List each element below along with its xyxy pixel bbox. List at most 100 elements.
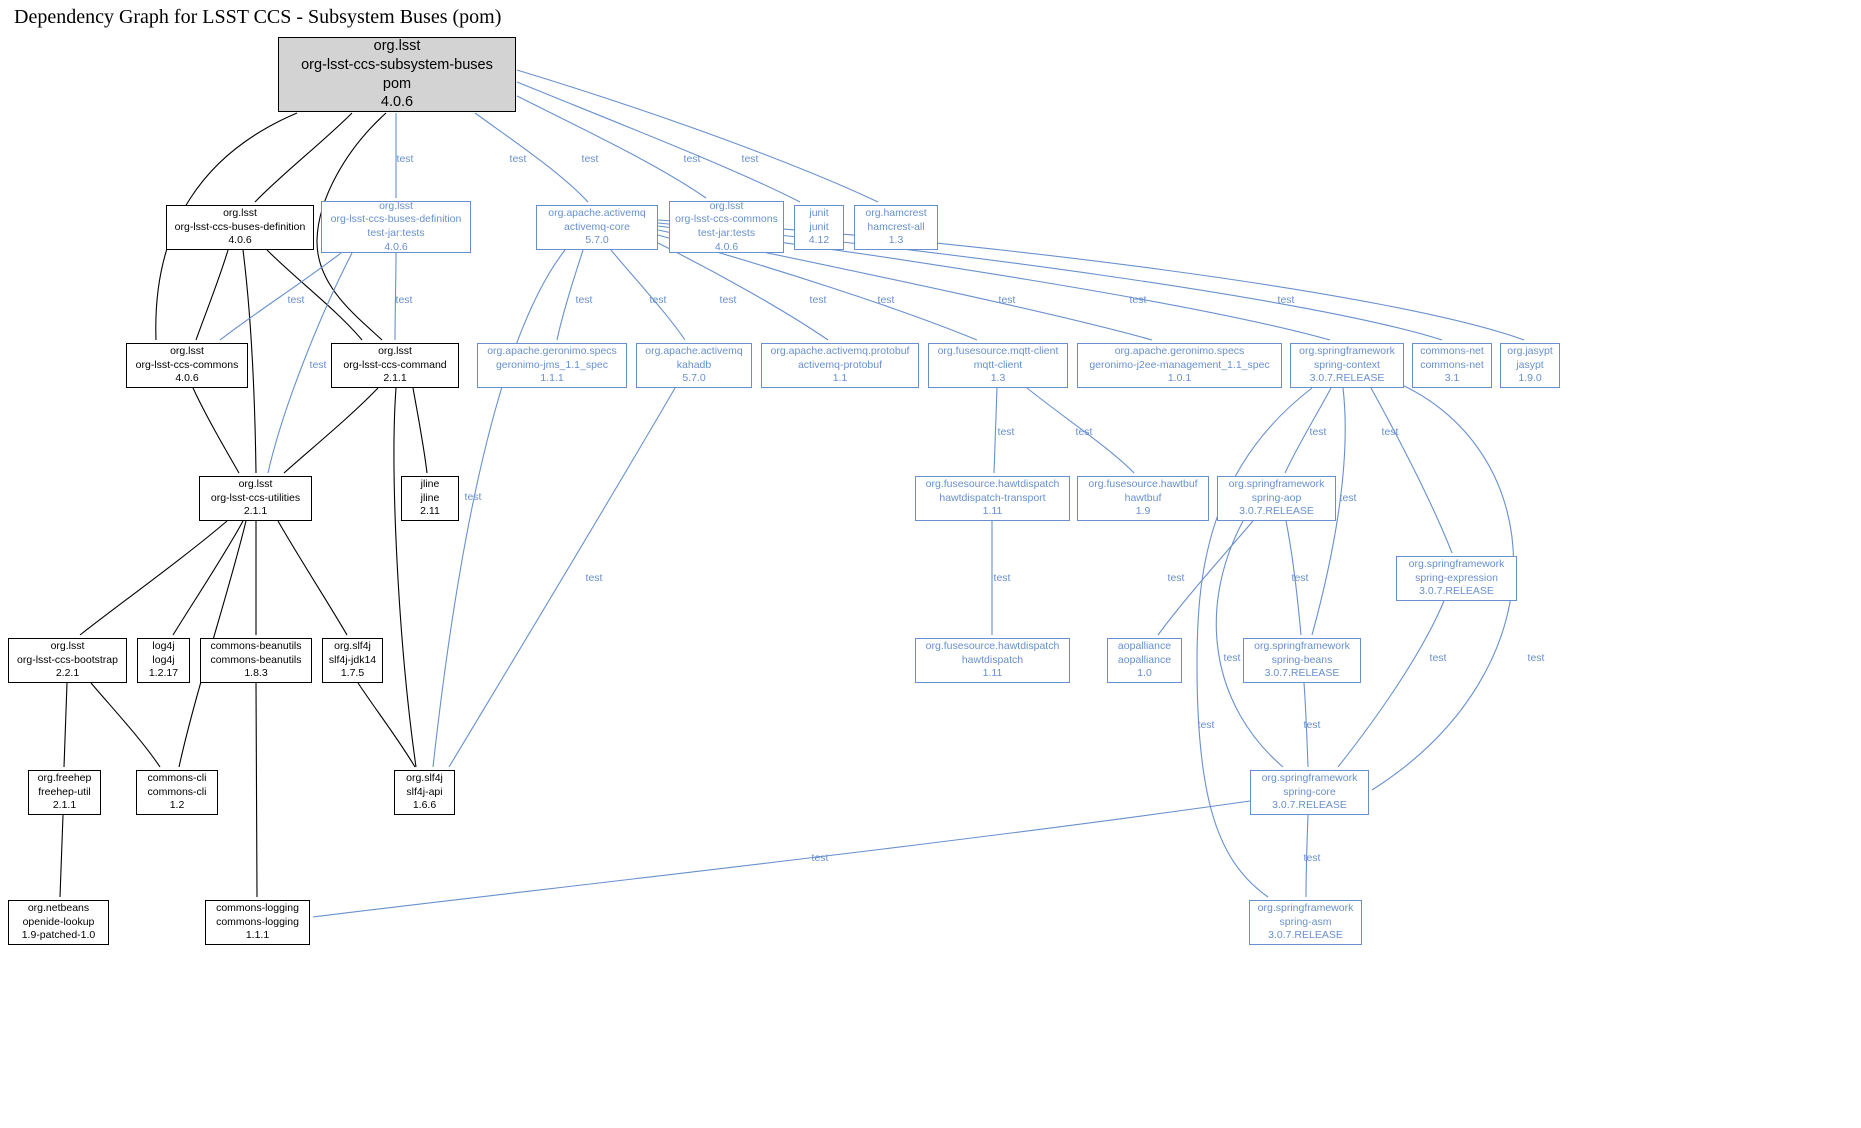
edge-root-hamcrest [516, 69, 879, 203]
edge-test-label: test [1278, 294, 1295, 306]
edge-bootstrap-commons-cli [90, 682, 161, 768]
edge-spring-aop-spring-core [1215, 520, 1284, 768]
edge-activemq-jasypt [657, 219, 1525, 341]
edge-buses-definition-utilities [242, 249, 257, 474]
edge-root-junit [516, 81, 801, 203]
edge-spring-context-spring-aop [1284, 387, 1332, 474]
edge-spring-aop-spring-beans [1285, 520, 1302, 636]
edge-commons-utilities [192, 387, 240, 474]
edge-test-label: test [999, 294, 1016, 306]
edge-spring-core-spring-asm [1305, 814, 1309, 898]
edge-test-label: test [650, 294, 667, 306]
edge-slf4j-jdk14-slf4j-api [357, 682, 416, 768]
edge-test-label: test [310, 359, 327, 371]
edge-mqtt-hawtdispatch-transport [993, 387, 998, 474]
edge-test-label: test [1224, 652, 1241, 664]
edge-test-label: test [396, 294, 413, 306]
edge-test-label: test [1430, 652, 1447, 664]
edge-test-label: test [742, 153, 759, 165]
edge-test-label: test [1198, 719, 1215, 731]
edge-command-jline [412, 387, 428, 474]
edge-test-label: test [397, 153, 414, 165]
edge-activemq-slf4j-api [432, 249, 566, 768]
edge-test-label: test [684, 153, 701, 165]
edge-test-label: test [1130, 294, 1147, 306]
edge-test-label: test [1076, 426, 1093, 438]
edge-buses-definition-command [266, 249, 363, 341]
edge-test-label: test [998, 426, 1015, 438]
edge-test-label: test [582, 153, 599, 165]
edge-test-label: test [288, 294, 305, 306]
edge-spring-beans-spring-core [1303, 682, 1309, 768]
edge-test-label: test [465, 491, 482, 503]
edge-test-label: test [1168, 572, 1185, 584]
edge-test-label: test [576, 294, 593, 306]
edge-root-commons-tests [516, 95, 707, 199]
edge-test-label: test [1304, 719, 1321, 731]
edge-mqtt-hawtbuf [1026, 387, 1135, 474]
edge-root-buses-definition [254, 112, 353, 203]
edge-test-label: test [586, 572, 603, 584]
edge-commons-beanutils-commons-logging [255, 682, 258, 898]
edge-test-label: test [994, 572, 1011, 584]
edge-test-label: test [510, 153, 527, 165]
edge-bootstrap-freehep-util [63, 682, 68, 768]
edge-test-label: test [1292, 572, 1309, 584]
edge-root-command [316, 112, 387, 341]
edge-test-label: test [1310, 426, 1327, 438]
edge-test-label: test [720, 294, 737, 306]
edge-tests-utilities [267, 252, 353, 474]
edge-tests-commons [219, 252, 342, 341]
edge-spring-context-spring-beans [1311, 387, 1346, 636]
edge-utilities-bootstrap [79, 520, 228, 636]
edge-test-label: test [878, 294, 895, 306]
edge-freehep-util-openide-lookup [59, 814, 64, 898]
edge-spring-expression-spring-core [1337, 600, 1445, 768]
edge-activemq-geronimo-jms [556, 249, 584, 341]
edge-spring-context-spring-asm [1196, 387, 1313, 898]
edge-tests-command [394, 252, 397, 341]
edge-buses-definition-commons [195, 249, 229, 341]
edge-utilities-log4j [172, 520, 244, 636]
edge-activemq-protobuf [657, 242, 829, 341]
edge-root-activemq-core [474, 112, 589, 203]
edge-root-commons [155, 112, 298, 341]
edge-test-label: test [1382, 426, 1399, 438]
edge-test-label: test [810, 294, 827, 306]
